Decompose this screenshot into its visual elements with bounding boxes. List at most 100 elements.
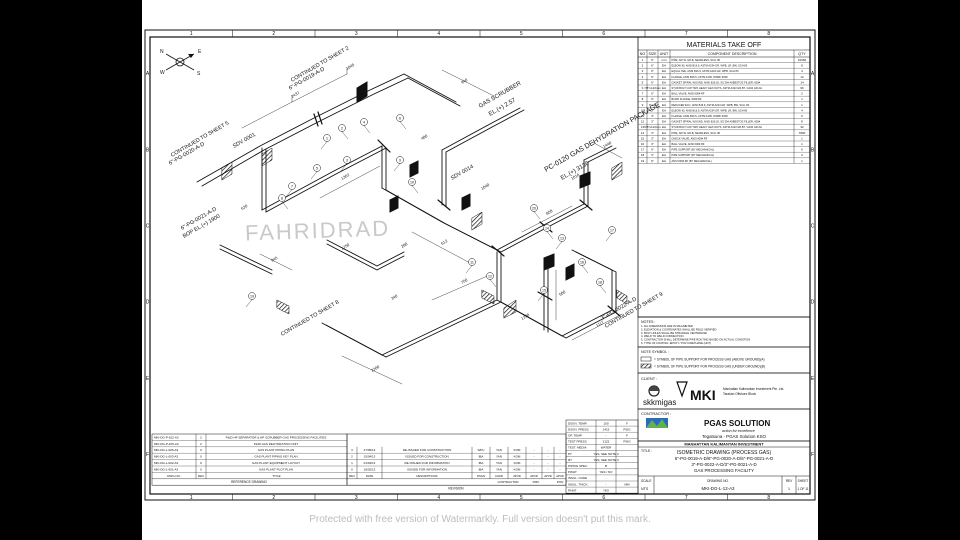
svg-text:IBA: IBA <box>479 455 484 459</box>
callout-bubble: 11 <box>465 258 476 274</box>
svg-text:EA: EA <box>662 86 666 90</box>
title-label: TITLE : <box>641 449 652 453</box>
grid-col-bottom: 5 <box>520 495 523 501</box>
contractor-company: Tegatsuna - PGAS Solution KSO <box>702 434 767 439</box>
svg-text:2: 2 <box>642 64 644 68</box>
svg-text:6": 6" <box>651 92 654 96</box>
svg-text:2122: 2122 <box>603 440 610 444</box>
dimension-label: 2437 <box>290 90 301 99</box>
drawing-no: MKI-DG-L-12-A3 <box>702 486 735 491</box>
grid-col-bottom: 6 <box>602 495 605 501</box>
callout-bubble: 18 <box>596 278 607 294</box>
svg-text:0: 0 <box>200 455 202 459</box>
grid-row-right: C <box>811 223 815 229</box>
svg-text:20: 20 <box>532 207 536 211</box>
svg-text:EA: EA <box>662 69 666 73</box>
notes-title: NOTES : <box>641 320 655 324</box>
svg-text:RE-ISSUED FOR INFORMATION: RE-ISSUED FOR INFORMATION <box>404 461 449 465</box>
svg-text:14: 14 <box>641 131 645 135</box>
note-line: 1. ALL DIMENSIONS ARE IN MILLIMETER <box>641 324 693 328</box>
svg-text:2: 2 <box>200 435 202 439</box>
revision-header: APVD <box>556 474 564 478</box>
callout-bubble: 5 <box>310 164 321 180</box>
svg-text:8: 8 <box>801 120 803 124</box>
svg-text:PWHT: PWHT <box>568 470 577 474</box>
svg-text:EA: EA <box>662 114 666 118</box>
svg-text:18/02/13: 18/02/13 <box>364 467 376 471</box>
dimension-label: 1016 <box>570 172 581 181</box>
title-line-2: 6"-PG-0019-A-D/6"-PG-0020-A-D/6"-PG-0021… <box>675 456 774 461</box>
svg-text:5: 5 <box>316 167 318 171</box>
contractor-tag: action for excellence <box>722 429 755 433</box>
svg-text:01/03/13: 01/03/13 <box>364 461 376 465</box>
svg-text:2: 2 <box>351 455 353 459</box>
grid-col-bottom: 1 <box>190 495 193 501</box>
svg-text:3": 3" <box>651 153 654 157</box>
svg-text:3": 3" <box>651 114 654 118</box>
svg-text:-: - <box>548 455 549 459</box>
svg-text:-: - <box>560 448 561 452</box>
svg-text:0: 0 <box>200 467 202 471</box>
svg-text:19: 19 <box>641 159 645 163</box>
callout-bubble: 8 <box>278 194 289 210</box>
svg-text:F: F <box>626 421 628 425</box>
callout-bubble: 2 <box>338 124 349 140</box>
grid-col-top: 4 <box>437 31 440 37</box>
svg-text:-: - <box>534 448 535 452</box>
svg-text:PIPE, API 5L GR.B, SEAMLESS, S: PIPE, API 5L GR.B, SEAMLESS, SCH. 80 <box>672 131 721 135</box>
svg-text:0: 0 <box>200 448 202 452</box>
grid-col-bottom: 4 <box>437 495 440 501</box>
svg-text:3": 3" <box>651 136 654 140</box>
svg-text:FLANGE, ANSI B16.5, ASTM A105,: FLANGE, ANSI B16.5, ASTM A105, WNRF 600# <box>672 114 729 118</box>
svg-text:2: 2 <box>341 127 343 131</box>
design-data-row: INSUL. CODE- <box>568 476 607 480</box>
svg-text:STUD BOLT C/W TWO HEAVY HEX NU: STUD BOLT C/W TWO HEAVY HEX NUTS, ASTM A… <box>672 125 762 129</box>
callout-bubble: 16 <box>578 258 589 274</box>
notes-block: NOTES : 1. ALL DIMENSIONS ARE IN MILLIME… <box>637 316 811 348</box>
grid-row-right: B <box>811 147 815 153</box>
design-data-row: PWHT YES / NO <box>568 470 613 474</box>
svg-text:EA: EA <box>662 142 666 146</box>
grid-col-bottom: 2 <box>272 495 275 501</box>
svg-text:YAN: YAN <box>496 461 502 465</box>
svg-text:15/04/13: 15/04/13 <box>364 455 376 459</box>
note-line: 5. CONTRACTOR SHALL DETERMINE PIPE ROUTI… <box>641 338 750 342</box>
svg-text:-: - <box>534 455 535 459</box>
svg-text:YES / NO: YES / NO <box>599 470 613 474</box>
svg-text:2: 2 <box>200 442 202 446</box>
symbol-line-1: = SYMBOL OF PIPE SUPPORT FOR PROCESS GAS… <box>654 358 765 362</box>
svg-text:GAS PLANT PIPING PLAN: GAS PLANT PIPING PLAN <box>258 448 294 452</box>
svg-text:1: 1 <box>801 142 803 146</box>
revision-header: DSGN <box>477 474 485 478</box>
svg-text:-: - <box>548 461 549 465</box>
svg-text:OP. TEMP.: OP. TEMP. <box>568 434 583 438</box>
grid-row-left: D <box>146 300 150 306</box>
svg-text:DSGN. PRESS.: DSGN. PRESS. <box>568 427 590 431</box>
scale-value: NTS <box>641 487 649 491</box>
dimension-label: 1845 <box>345 62 356 71</box>
svg-text:3: 3 <box>801 153 803 157</box>
svg-text:RT: RT <box>568 458 572 462</box>
svg-text:PIPE SUPPORT (BY MECHANICAL): PIPE SUPPORT (BY MECHANICAL) <box>672 148 715 152</box>
svg-text:EA: EA <box>662 148 666 152</box>
svg-text:MKI-DG-P-105-A3: MKI-DG-P-105-A3 <box>154 442 179 446</box>
note-line: 6. TYPE OF COATING: EPOXY / POLYURETHANE… <box>641 341 711 345</box>
svg-text:YES: YES <box>603 488 609 492</box>
svg-text:EA: EA <box>662 97 666 101</box>
svg-text:3": 3" <box>651 120 654 124</box>
svg-text:17: 17 <box>641 148 645 152</box>
svg-text:3: 3 <box>642 69 644 73</box>
svg-text:-: - <box>606 434 607 438</box>
svg-text:16: 16 <box>641 142 645 146</box>
